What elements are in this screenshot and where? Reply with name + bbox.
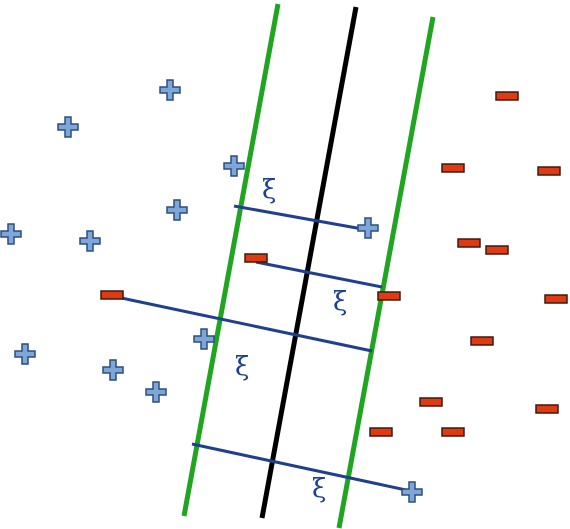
plus-shape (159, 79, 181, 101)
plus-marker (102, 359, 124, 381)
minus-marker (537, 166, 561, 176)
plus-shape (223, 155, 245, 177)
plus-marker (57, 116, 79, 138)
minus-marker (369, 427, 393, 437)
plus-shape (357, 217, 379, 239)
plus-shape (166, 199, 188, 221)
plus-marker (166, 199, 188, 221)
plus-shape (57, 116, 79, 138)
minus-marker (419, 397, 443, 407)
plus-shape (14, 343, 36, 365)
plus-marker (0, 223, 22, 245)
minus-marker (495, 91, 519, 101)
negative-markers (100, 91, 568, 437)
plus-marker (401, 481, 423, 503)
minus-marker (457, 238, 481, 248)
plus-shape (79, 230, 101, 252)
minus-marker (535, 404, 559, 414)
margin-line-right (336, 16, 436, 529)
minus-marker (470, 336, 494, 346)
plus-marker (79, 230, 101, 252)
margin-line-left (181, 3, 281, 517)
slack-label: ξ (333, 287, 347, 317)
slack-label: ξ (262, 175, 276, 205)
plus-shape (193, 328, 215, 350)
plus-marker (159, 79, 181, 101)
slack-label: ξ (235, 352, 249, 382)
positive-markers (0, 79, 423, 503)
slack-segment (255, 260, 383, 289)
slack-segment (111, 294, 373, 353)
minus-marker (544, 294, 568, 304)
minus-marker (244, 253, 268, 263)
plus-shape (0, 223, 22, 245)
minus-marker (100, 290, 124, 300)
decision-boundary (259, 6, 359, 519)
minus-marker (441, 163, 465, 173)
plus-marker (223, 155, 245, 177)
plus-shape (401, 481, 423, 503)
slack-segment (191, 442, 421, 495)
slack-label: ξ (312, 474, 326, 504)
minus-marker (377, 291, 401, 301)
plus-marker (14, 343, 36, 365)
plus-marker (145, 381, 167, 403)
plus-marker (193, 328, 215, 350)
plus-shape (145, 381, 167, 403)
plus-marker (357, 217, 379, 239)
minus-marker (485, 245, 509, 255)
slack-segment (233, 204, 369, 232)
plus-shape (102, 359, 124, 381)
minus-marker (441, 427, 465, 437)
